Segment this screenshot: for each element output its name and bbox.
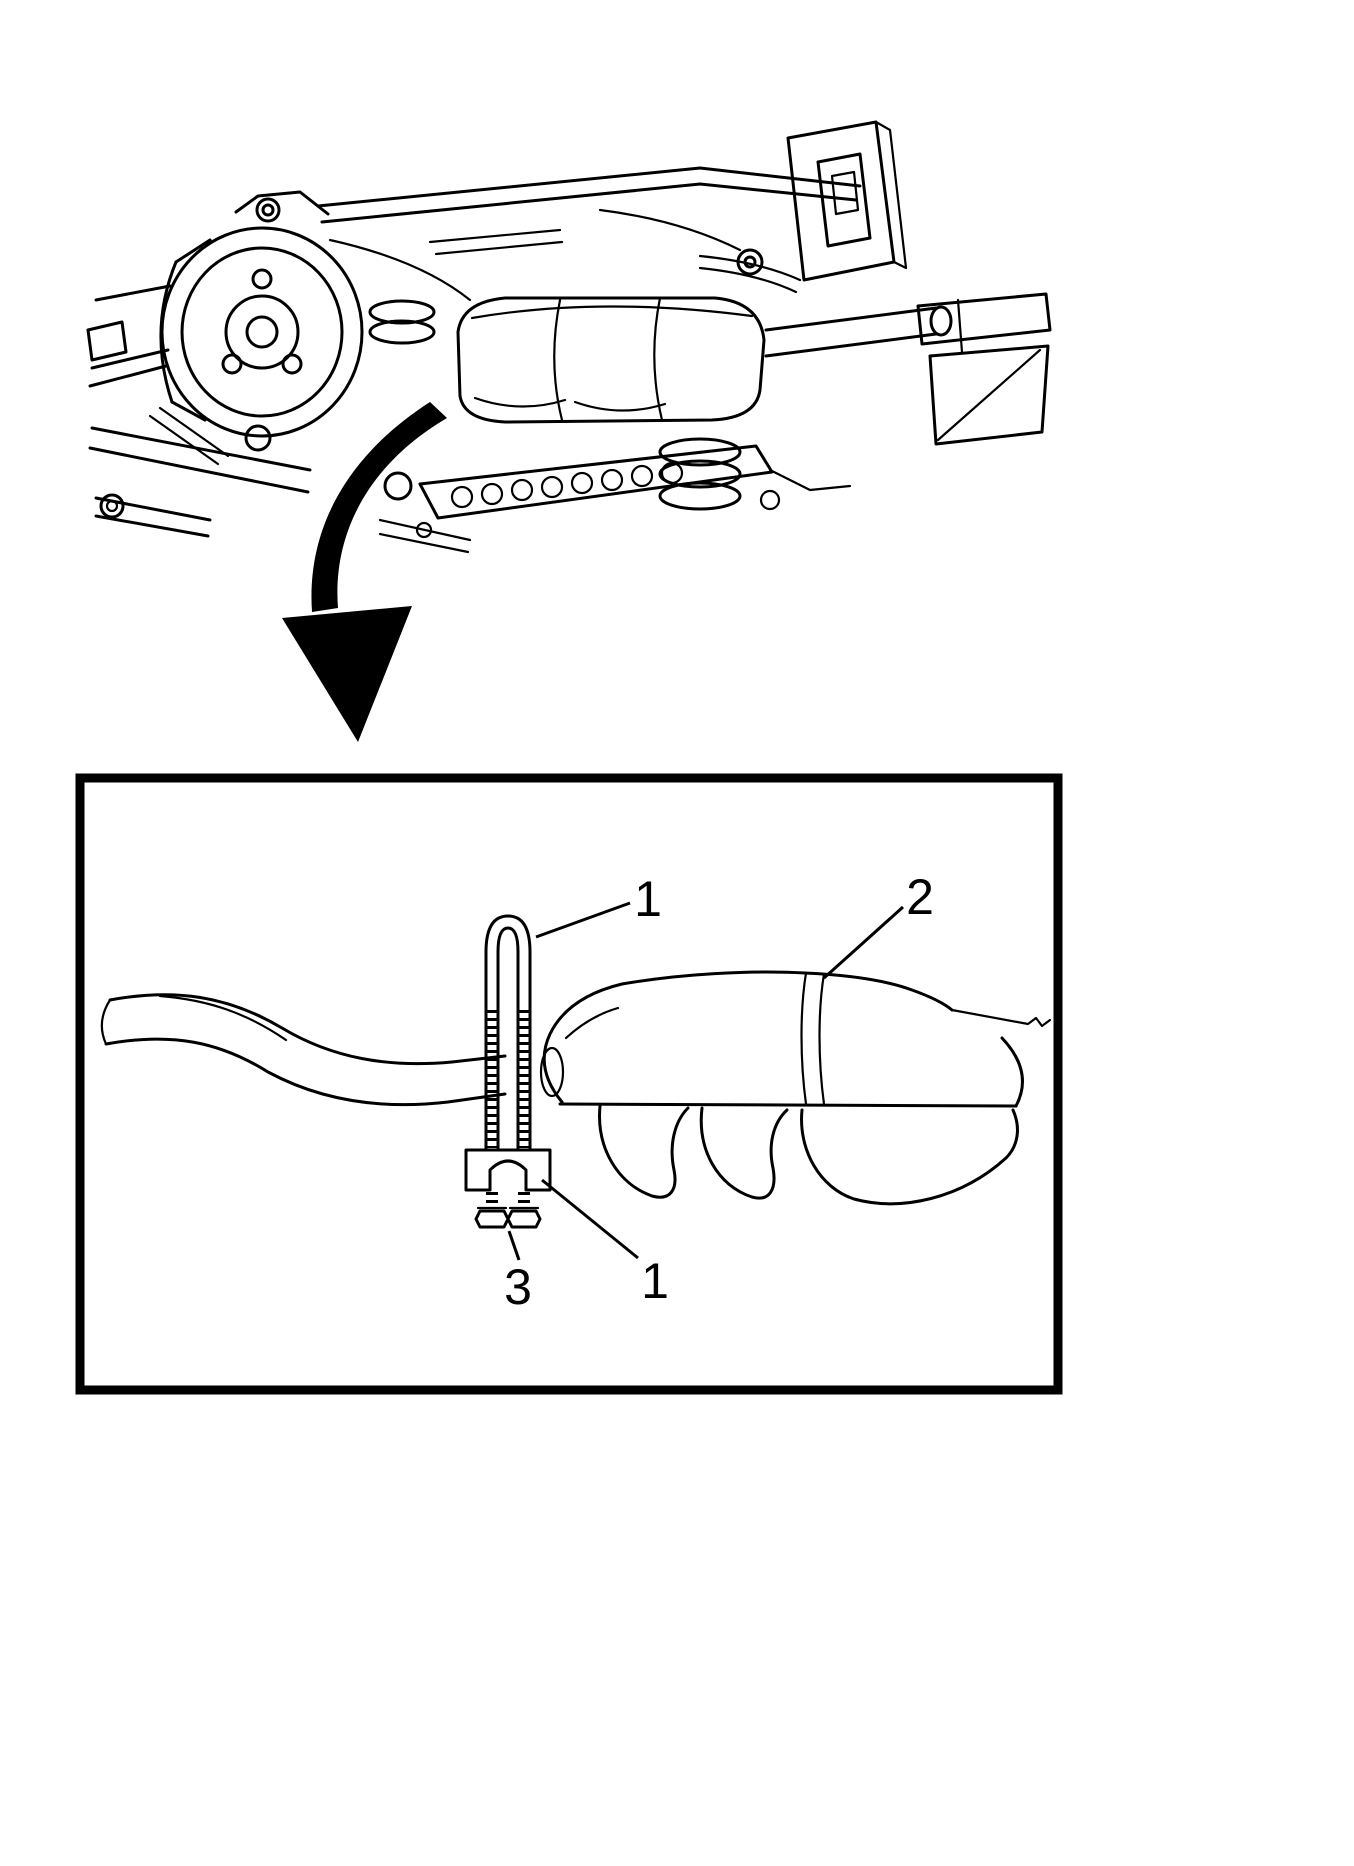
- leader-1-bottom: [541, 1178, 639, 1260]
- left-frame-rail: [86, 284, 172, 388]
- coil-spring-left: [368, 299, 436, 345]
- callout-label-nut: 3: [504, 1259, 532, 1315]
- callout-label-muffler: 2: [906, 869, 934, 925]
- rear-panel: [786, 120, 908, 282]
- clamp-nuts: [474, 1192, 542, 1229]
- floor-pan: [316, 166, 862, 302]
- coil-spring-right: [658, 437, 742, 511]
- leader-1-top: [535, 901, 631, 939]
- detail-view: 1 2 3 1: [100, 869, 1052, 1315]
- control-arms: [88, 406, 852, 554]
- filler-pipe: [698, 248, 802, 294]
- clamp-saddle: [464, 1148, 552, 1192]
- leader-2: [822, 905, 905, 980]
- leader-3: [507, 1230, 521, 1261]
- detail-box-frame: [75, 773, 1063, 1395]
- callout-label-u-bolt-bottom: 1: [641, 1253, 669, 1309]
- tailpipe: [764, 305, 953, 358]
- callout-label-u-bolt-top: 1: [634, 871, 662, 927]
- u-bolt-clamp: [484, 914, 532, 1152]
- muffler-body: [539, 970, 1052, 1108]
- brake-drum: [159, 226, 364, 438]
- fuel-tank: [456, 296, 766, 424]
- callout-leaders: [507, 901, 905, 1261]
- strut-mount: [234, 190, 330, 223]
- detail-pointer-arrow: [282, 402, 447, 742]
- heat-shield: [598, 1104, 1019, 1206]
- rear-brackets: [916, 292, 1052, 446]
- underbody-illustration: [86, 120, 1052, 554]
- exhaust-pipe: [100, 993, 507, 1107]
